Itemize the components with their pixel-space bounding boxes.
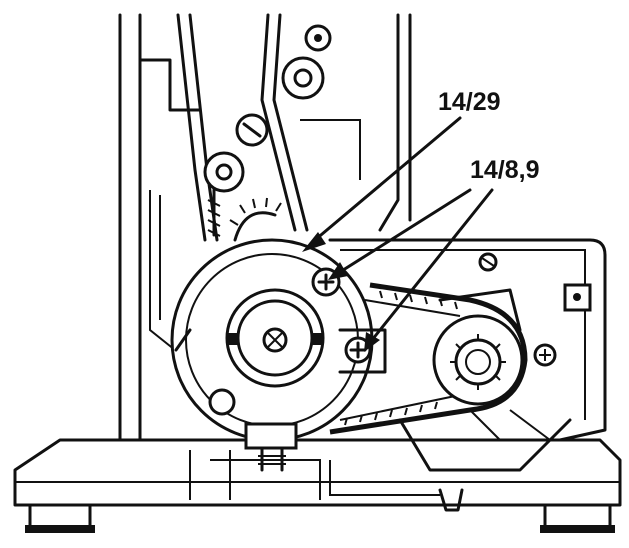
right-sprocket (398, 252, 572, 472)
base-plate (13, 438, 622, 533)
callout-label-14-8-9: 14/8,9 (470, 156, 540, 184)
callout-arrows (302, 116, 494, 352)
upper-gear (229, 197, 282, 242)
timing-belt (329, 282, 528, 435)
side-cover (328, 238, 607, 442)
bottom-adjuster (244, 422, 464, 512)
belt-screw (338, 328, 387, 374)
tension-rollers (203, 24, 332, 237)
callout-label-14-29: 14/29 (438, 88, 501, 116)
